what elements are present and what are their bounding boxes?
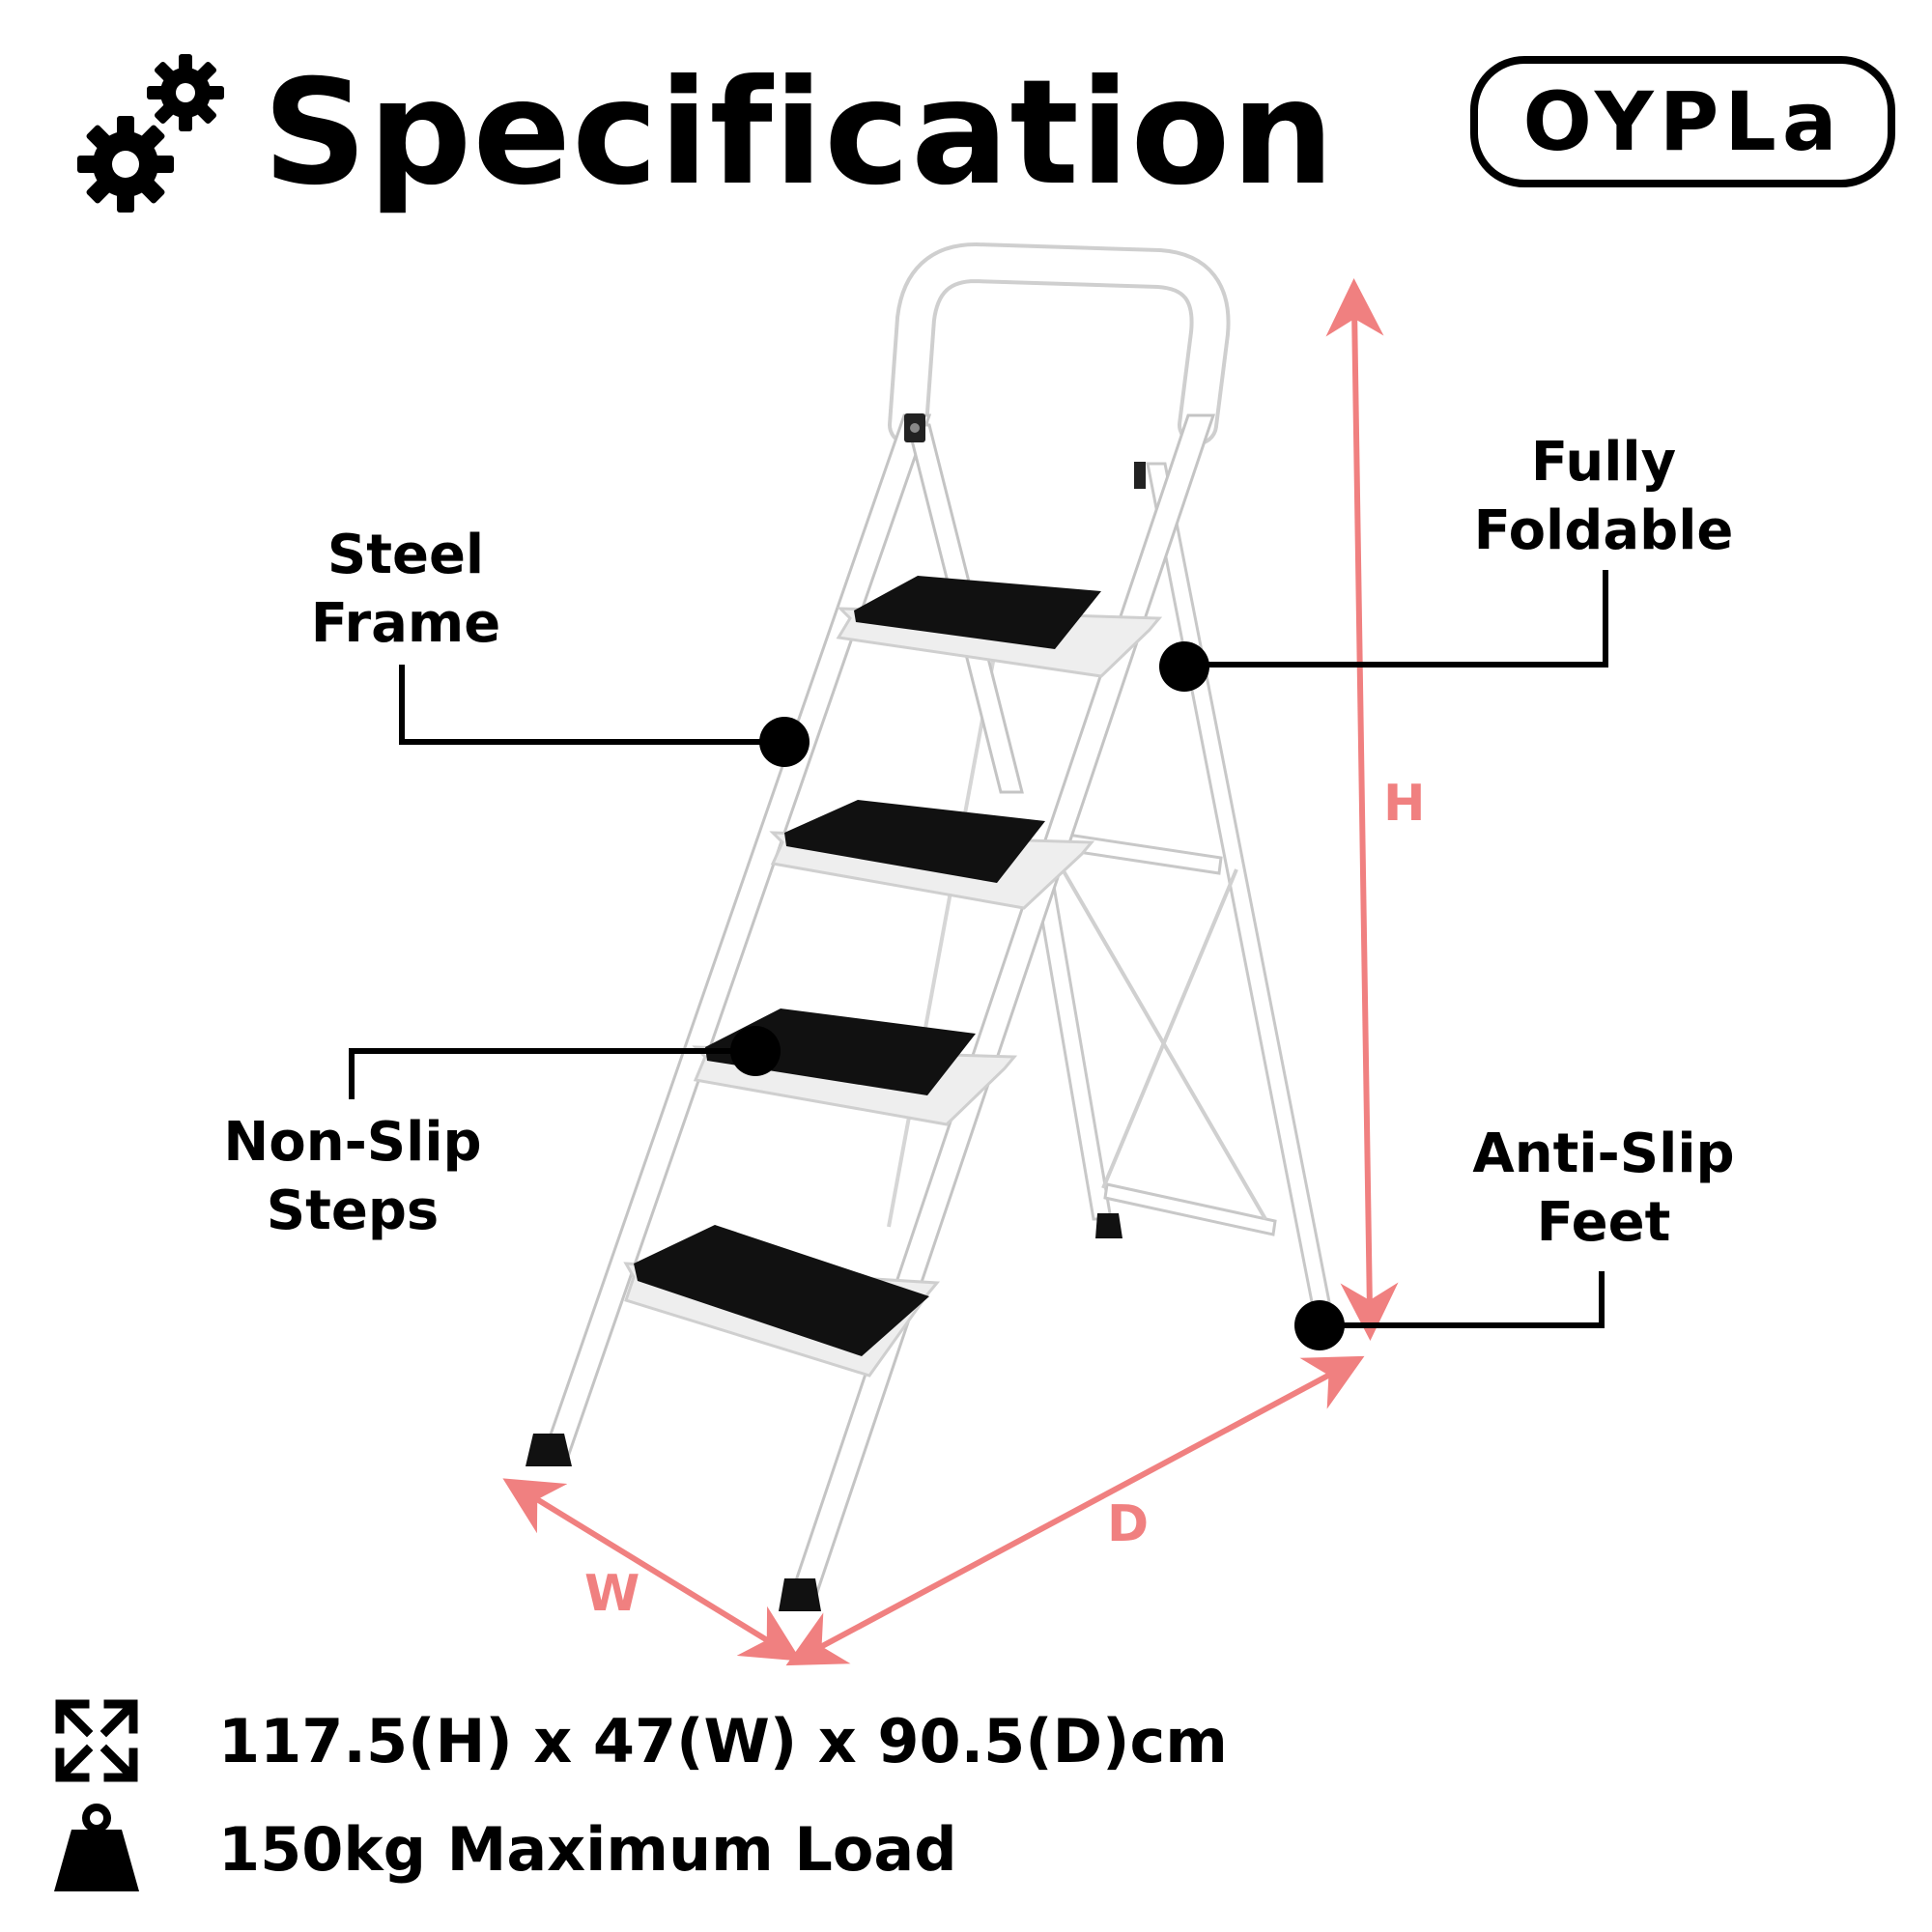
ladder-steps bbox=[623, 576, 1163, 1378]
non-slip-steps-dot bbox=[730, 1026, 781, 1076]
steel-frame-dot bbox=[759, 717, 810, 767]
callout-lines bbox=[349, 570, 1608, 1328]
weight-icon bbox=[54, 1804, 139, 1891]
step bbox=[836, 576, 1163, 678]
ladder-handle bbox=[888, 242, 1231, 445]
step bbox=[623, 1225, 941, 1378]
callout-steel-frame: Steel Frame bbox=[290, 522, 522, 658]
callout-anti-slip-feet: Anti-Slip Feet bbox=[1468, 1121, 1739, 1257]
step bbox=[692, 1009, 1018, 1126]
callout-line-1: Steel bbox=[327, 524, 485, 586]
dimension-label-width: W bbox=[584, 1565, 640, 1623]
callout-line-1: Non-Slip bbox=[223, 1111, 482, 1174]
brand-logo-text: OYPLa bbox=[1522, 74, 1843, 169]
spec-dimensions: 117.5(H) x 47(W) x 90.5(D)cm bbox=[50, 1692, 1228, 1789]
brand-logo: OYPLa bbox=[1470, 56, 1895, 187]
dimension-label-depth: D bbox=[1107, 1495, 1150, 1553]
steel-frame-line bbox=[399, 665, 784, 745]
spec-load: 150kg Maximum Load bbox=[50, 1801, 957, 1897]
width-arrow bbox=[502, 1478, 802, 1662]
depth-arrow bbox=[785, 1355, 1365, 1666]
page-title: Specification bbox=[263, 49, 1336, 217]
height-arrow bbox=[1325, 278, 1399, 1341]
callout-dots bbox=[730, 641, 1345, 1350]
dimensions-text: 117.5(H) x 47(W) x 90.5(D)cm bbox=[218, 1705, 1228, 1776]
fully-foldable-line bbox=[1184, 570, 1608, 668]
callout-line-2: Steps bbox=[266, 1179, 440, 1242]
load-text: 150kg Maximum Load bbox=[218, 1813, 957, 1885]
callout-line-2: Feet bbox=[1536, 1190, 1671, 1254]
anti-slip-feet-dot bbox=[1294, 1300, 1345, 1350]
gears-icon bbox=[77, 54, 224, 213]
anti-slip-feet-line bbox=[1320, 1271, 1605, 1328]
step bbox=[769, 800, 1095, 910]
non-slip-steps-line bbox=[349, 1048, 752, 1099]
front-legs bbox=[540, 413, 1216, 1605]
callout-non-slip-steps: Non-Slip Steps bbox=[222, 1109, 483, 1245]
callout-line-1: Fully bbox=[1530, 431, 1677, 494]
fully-foldable-dot bbox=[1159, 641, 1209, 692]
callout-fully-foldable: Fully Foldable bbox=[1459, 429, 1748, 565]
expand-arrows-icon bbox=[55, 1699, 138, 1782]
callout-line-1: Anti-Slip bbox=[1472, 1122, 1735, 1185]
callout-line-2: Foldable bbox=[1473, 498, 1734, 562]
callout-line-2: Frame bbox=[310, 591, 501, 655]
dimension-label-height: H bbox=[1383, 775, 1426, 833]
dimension-arrows bbox=[502, 278, 1399, 1666]
